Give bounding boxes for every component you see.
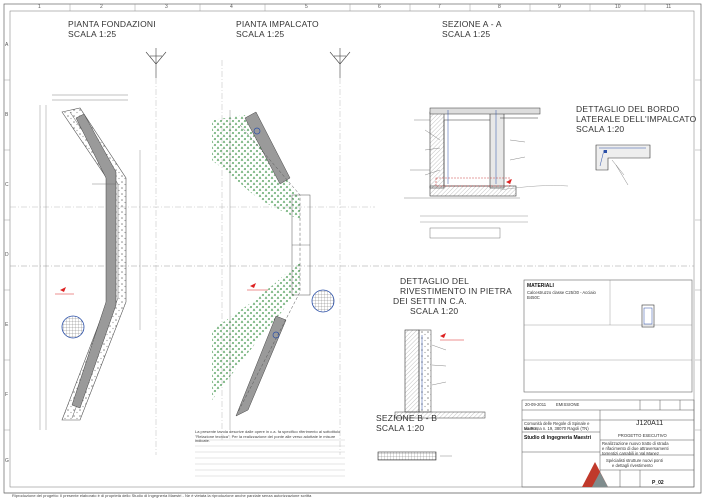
revision-label: EMISSIONE [556, 402, 580, 407]
ruler-num: 1 [38, 4, 41, 10]
north-arrow-icon [145, 48, 167, 78]
ruler-num: 9 [558, 4, 561, 10]
scale-pianta-fondazioni: SCALA 1:25 [68, 29, 117, 39]
project-phase: PROGETTO ESECUTIVO [618, 433, 667, 438]
drawing-desc-2: e dettagli rivestimento [612, 463, 653, 468]
scale-sezione-aa: SCALA 1:25 [442, 29, 491, 39]
dettaglio-rivestimento-drawing [394, 329, 486, 419]
ruler-num: 4 [230, 4, 233, 10]
title-sezione-aa: SEZIONE A - A [442, 19, 502, 29]
footer-disclaimer: Riproduzione del progetto: Il presente e… [12, 494, 312, 498]
pianta-fondazioni-drawing [39, 48, 167, 455]
title-dettaglio-bordo-2: LATERALE DELL'IMPALCATO [576, 114, 697, 124]
scale-sezione-bb: SCALA 1:20 [376, 423, 425, 433]
side-ruler [4, 79, 701, 431]
scale-dettaglio-bordo: SCALA 1:20 [576, 124, 625, 134]
title-block [521, 399, 695, 488]
title-pianta-fondazioni: PIANTA FONDAZIONI [68, 19, 156, 29]
section-marker-icon [60, 287, 66, 292]
drawing-desc-1: Spécialisti strutture nuovi ponti [606, 458, 663, 463]
title-dettaglio-riv-1: DETTAGLIO DEL [400, 276, 470, 286]
materials-heading: MATERIALI [527, 283, 554, 289]
client-line-2: via Roma n. 19, 38070 Ragoli (TN) [524, 426, 589, 431]
drawing-code: J120A11 [636, 420, 664, 427]
studio-name: Studio di Ingegneria Maestri [524, 435, 591, 441]
detail-callout-icon [61, 315, 85, 339]
project-line-1: Realizzazione nuovo tratto di strada [602, 441, 669, 446]
ruler-num: 6 [378, 4, 381, 10]
ruler-num: 5 [305, 4, 308, 10]
ruler-letter: B [5, 112, 9, 118]
notes-lines [195, 439, 345, 477]
ruler-num: 3 [165, 4, 168, 10]
materials-box [523, 279, 693, 393]
ruler-num: 2 [100, 4, 103, 10]
revision-date: 20-09-2011 [525, 402, 547, 407]
scale-pianta-impalcato: SCALA 1:25 [236, 29, 285, 39]
title-dettaglio-bordo-1: DETTAGLIO DEL BORDO [576, 104, 680, 114]
sheet-number: P_02 [652, 480, 664, 486]
project-line-3: torrentizi carrabili in Val Manez [602, 451, 659, 456]
ruler-letter: C [5, 182, 9, 188]
ruler-letter: A [5, 42, 9, 48]
sezione-bb-drawing [377, 451, 452, 461]
top-ruler [69, 4, 646, 11]
ruler-letter: D [5, 252, 9, 258]
notes-paragraph: La presente tavola descrive dalle opere … [195, 429, 341, 444]
project-line-2: e rifacimento di due attraversamenti [602, 446, 669, 451]
studio-logo [582, 462, 608, 487]
ruler-num: 10 [615, 4, 621, 10]
ruler-letter: G [5, 458, 9, 464]
title-dettaglio-riv-3: DEI SETTI IN C.A. [393, 296, 467, 306]
ruler-num: 11 [666, 4, 672, 10]
scale-dettaglio-riv: SCALA 1:20 [410, 306, 459, 316]
pianta-impalcato-drawing [212, 48, 351, 455]
dettaglio-bordo-drawing [595, 144, 651, 186]
client-line-1: Comunità delle Regole di Spinale e Manez… [524, 421, 590, 431]
ruler-letter: F [5, 392, 9, 398]
materials-note: Calcestruzzo classe C25/30 - Acciaio B45… [527, 290, 596, 300]
ruler-num: 8 [498, 4, 501, 10]
title-dettaglio-riv-2: RIVESTIMENTO IN PIETRA [400, 286, 512, 296]
sezione-aa-drawing [404, 107, 569, 239]
detail-callout-icon-2 [311, 289, 335, 313]
title-pianta-impalcato: PIANTA IMPALCATO [236, 19, 319, 29]
ruler-num: 7 [438, 4, 441, 10]
title-sezione-bb: SEZIONE B - B [376, 413, 438, 423]
inner-border [9, 10, 695, 488]
ruler-letter: E [5, 322, 9, 328]
